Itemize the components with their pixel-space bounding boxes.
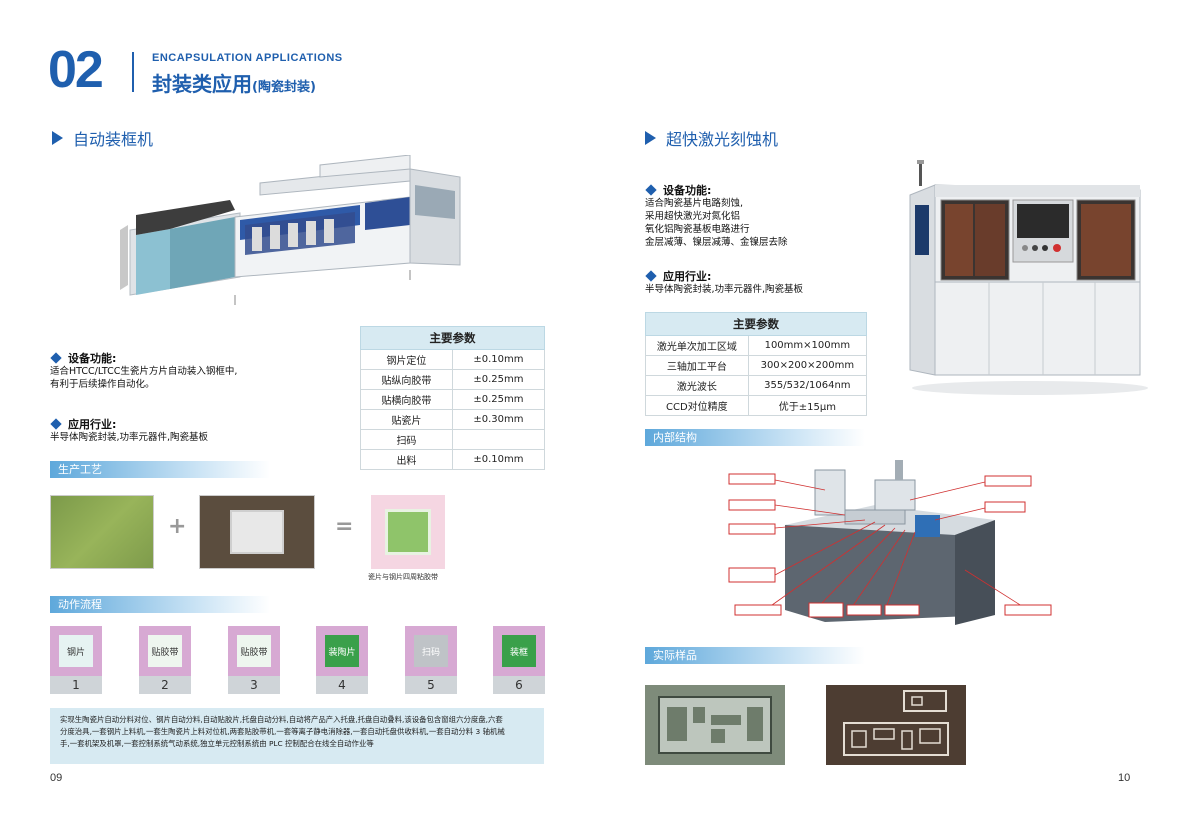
right-function-text: 适合陶瓷基片电路刻蚀, 采用超快激光对氮化铝 氧化铝陶瓷基板电路进行 金层减薄、… (645, 198, 788, 248)
chapter-subtitle: (陶瓷封装) (252, 80, 316, 95)
page-number-right: 10 (1118, 772, 1131, 784)
flow-step: 装框 6 (493, 626, 545, 694)
page-number-left: 09 (50, 772, 63, 784)
right-industry-text: 半导体陶瓷封装,功率元器件,陶瓷基板 (645, 284, 804, 295)
sample-image-1 (645, 685, 785, 765)
structure-band: 内部结构 (645, 429, 865, 446)
chapter-title-en: ENCAPSULATION APPLICATIONS (152, 52, 343, 64)
flow-step: 装陶片 4 (316, 626, 368, 694)
flow-step: 贴胶带 3 (228, 626, 280, 694)
flow-step: 钢片 1 (50, 626, 102, 694)
equals-sign: = (335, 514, 354, 539)
diamond-icon (50, 352, 62, 364)
left-function-heading: 设备功能: (50, 350, 116, 366)
table-row: CCD对位精度优于±15μm (645, 395, 868, 416)
ceramic-sheet-image (50, 495, 154, 569)
right-industry-heading: 应用行业: (645, 268, 711, 284)
header-divider (132, 52, 134, 92)
steel-frame-image (199, 495, 315, 569)
flow-band: 动作流程 (50, 596, 270, 613)
process-band: 生产工艺 (50, 461, 270, 478)
auto-framing-machine-image (120, 155, 461, 305)
right-params-title: 主要参数 (645, 312, 867, 336)
right-function-heading: 设备功能: (645, 182, 711, 198)
left-info-box: 实现生陶瓷片自动分料对位、钢片自动分料,自动贴胶片,托盘自动分料,自动将产品产入… (50, 708, 544, 764)
table-row: 出料±0.10mm (360, 449, 546, 470)
laser-etching-machine-image (909, 160, 1148, 395)
internal-structure-diagram (728, 460, 1052, 625)
left-function-text: 适合HTCC/LTCC生瓷片方片自动装入钢框中, 有利于后续操作自动化。 (50, 366, 238, 390)
table-row: 贴纵向胶带±0.25mm (360, 369, 546, 390)
table-row: 钢片定位±0.10mm (360, 349, 546, 370)
flow-step: 贴胶带 2 (139, 626, 191, 694)
chapter-title-cn: 封装类应用(陶瓷封装) (152, 72, 316, 96)
diamond-icon (50, 418, 62, 430)
table-row: 贴瓷片±0.30mm (360, 409, 546, 430)
left-industry-text: 半导体陶瓷封装,功率元器件,陶瓷基板 (50, 432, 209, 443)
diamond-icon (645, 270, 657, 282)
table-row: 扫码 (360, 429, 546, 450)
triangle-icon (52, 131, 63, 145)
result-image (371, 495, 445, 569)
triangle-icon (645, 131, 656, 145)
diamond-icon (645, 184, 657, 196)
samples-band: 实际样品 (645, 647, 865, 664)
sample-image-2 (826, 685, 966, 765)
plus-sign: + (168, 514, 187, 539)
table-row: 贴横向胶带±0.25mm (360, 389, 546, 410)
chapter-number: 02 (48, 41, 104, 99)
left-params-table: 主要参数 钢片定位±0.10mm 贴纵向胶带±0.25mm 贴横向胶带±0.25… (360, 326, 546, 470)
left-params-title: 主要参数 (360, 326, 545, 350)
left-industry-heading: 应用行业: (50, 416, 116, 432)
left-section-title: 自动装框机 (52, 126, 153, 150)
flow-step: 扫码 5 (405, 626, 457, 694)
process-caption: 瓷片与钢片四周粘胶带 (368, 573, 438, 581)
right-section-title: 超快激光刻蚀机 (645, 126, 778, 150)
